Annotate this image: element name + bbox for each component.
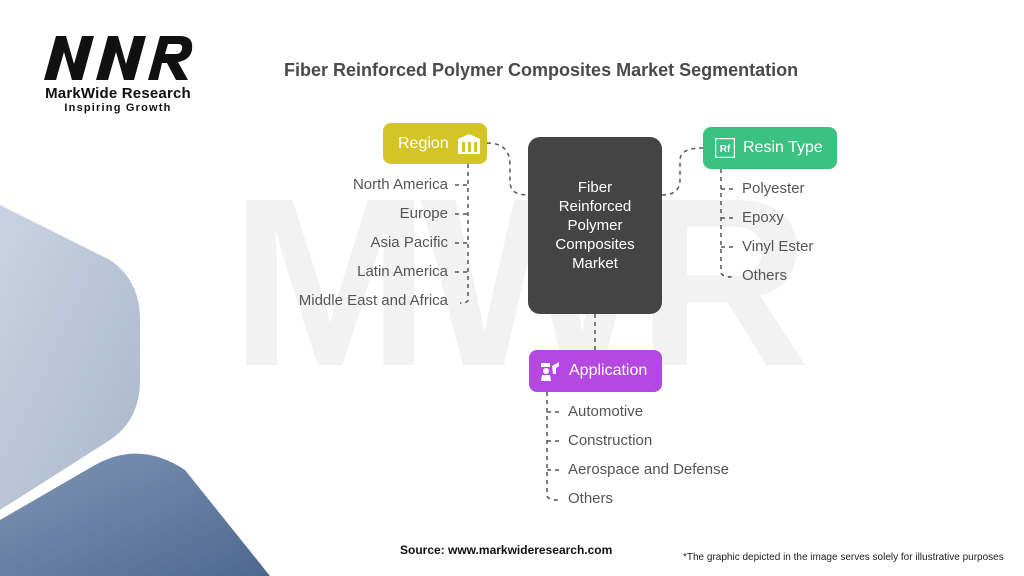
markwide-logo: MarkWide Research Inspiring Growth (38, 30, 198, 115)
category-region-label: Region (398, 134, 449, 152)
logo-tagline: Inspiring Growth (64, 102, 172, 114)
region-item: North America (352, 176, 448, 193)
application-item: Aerospace and Defense (568, 461, 729, 478)
application-item: Automotive (568, 403, 644, 420)
region-item: Asia Pacific (370, 234, 448, 251)
category-resin-type-label: Resin Type (743, 139, 823, 156)
resin-item: Polyester (742, 180, 805, 197)
building-icon (457, 133, 481, 155)
category-application-label: Application (569, 362, 648, 379)
svg-text:Rf: Rf (720, 144, 731, 155)
category-region: Region (383, 123, 487, 164)
category-resin-type: Rf Resin Type (703, 127, 837, 169)
mwr-logo-mark (44, 36, 193, 80)
disclaimer-note: *The graphic depicted in the image serve… (683, 552, 1004, 563)
logo-company-name: MarkWide Research (45, 85, 191, 102)
source-note: Source: www.markwideresearch.com (400, 543, 613, 557)
watermark: MWR (230, 148, 805, 416)
application-item: Construction (568, 432, 653, 449)
bg-light-shape (0, 205, 140, 510)
page-title: Fiber Reinforced Polymer Composites Mark… (284, 60, 799, 80)
region-item: Europe (399, 205, 448, 222)
center-node: Fiber Reinforced Polymer Composites Mark… (528, 137, 662, 314)
connector-lines (455, 142, 734, 501)
bg-dark-shape (0, 453, 270, 576)
rf-element-icon: Rf (715, 138, 735, 158)
region-item: Latin America (357, 263, 448, 280)
resin-item: Others (742, 267, 788, 284)
application-item: Others (568, 490, 614, 507)
category-application: Application (529, 350, 662, 392)
worker-icon (539, 360, 561, 382)
region-item: Middle East and Africa (298, 292, 448, 309)
resin-item: Vinyl Ester (742, 238, 814, 255)
resin-item: Epoxy (742, 209, 784, 226)
